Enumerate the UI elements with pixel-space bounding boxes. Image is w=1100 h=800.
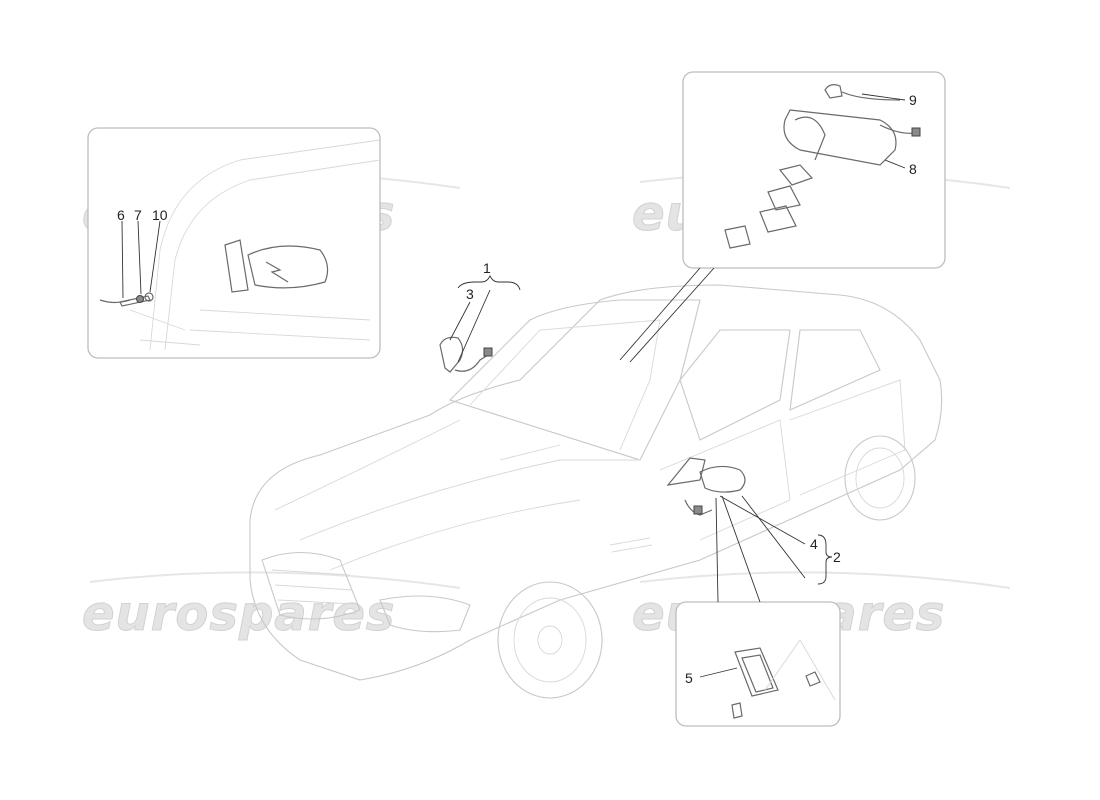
callout-7: 7: [134, 207, 142, 223]
car-outline: [249, 284, 943, 699]
inset-visor-mirror: [675, 601, 841, 727]
callout-10: 10: [152, 207, 168, 223]
callout-9: 9: [909, 92, 917, 108]
callout-5: 5: [685, 670, 693, 686]
callout-1: 1: [483, 260, 491, 276]
callout-3: 3: [466, 286, 474, 302]
door-mirror-assembly: [666, 457, 746, 516]
callout-2: 2: [833, 549, 841, 565]
interior-mirror-part: [439, 336, 493, 373]
callout-8: 8: [909, 161, 917, 177]
inset-mirror-mount: [87, 127, 381, 359]
callout-labels: 1 2 3 4 5 6 7 10 8 9: [117, 92, 917, 686]
inset-interior-mirror: [682, 71, 946, 269]
watermark-bottom-left: eurospares: [82, 586, 396, 642]
callout-6: 6: [117, 207, 125, 223]
leader-lines: [121, 93, 906, 678]
callout-4: 4: [810, 536, 818, 552]
